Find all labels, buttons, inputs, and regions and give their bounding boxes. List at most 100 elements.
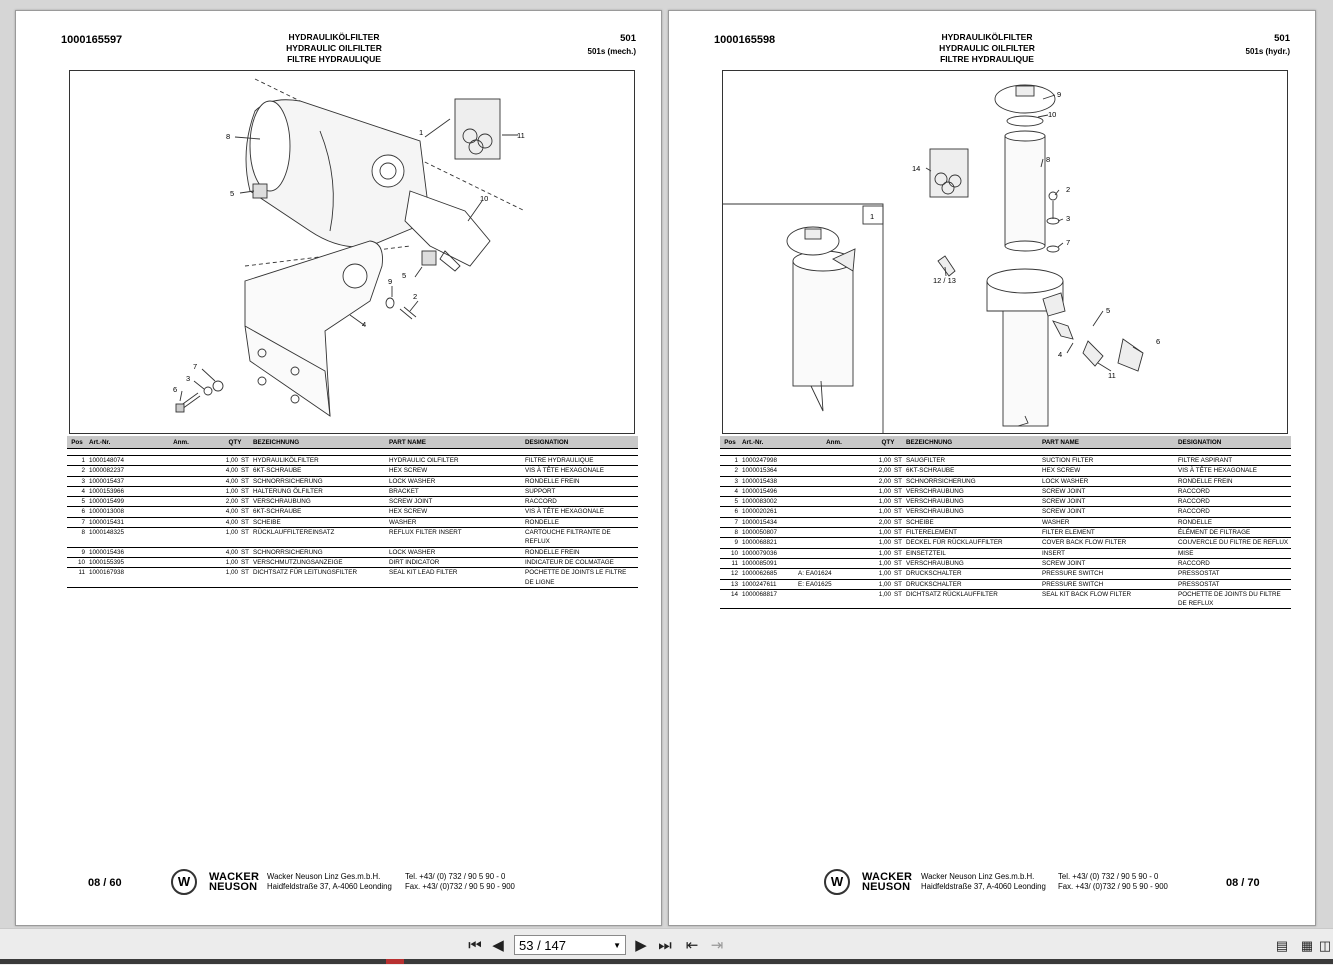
cell-part-name: PRESSURE SWITCH [1040, 579, 1176, 590]
brand-line-2: NEUSON [209, 881, 258, 893]
cell-designation: RACCORD [523, 496, 638, 508]
cell-anm [796, 589, 872, 610]
cell-designation: POCHETTE DE JOINTS LE FILTRE DE LIGNE [523, 567, 638, 588]
qty-value: 4,00 [225, 518, 238, 526]
qty-value: 1,00 [878, 549, 891, 557]
cell-designation: SUPPORT [523, 486, 638, 498]
cell-pos: 7 [67, 517, 87, 529]
col-bezeichnung: BEZEICHNUNG [251, 436, 387, 449]
cell-bezeichnung: VERSCHMUTZUNGSANZEIGE [251, 557, 387, 569]
callout-labels: 8 1 11 5 10 5 9 2 4 7 3 6 [173, 128, 525, 394]
cell-part-name: SCREW JOINT [1040, 486, 1176, 498]
cell-designation: FILTRE HYDRAULIQUE [523, 455, 638, 467]
parts-table: Pos Art.-Nr. Anm. QTY BEZEICHNUNG PART N… [720, 436, 1291, 610]
col-designation: DESIGNATION [523, 436, 638, 449]
cell-designation: CARTOUCHE FILTRANTE DE REFLUX [523, 527, 638, 548]
continuous-view-icon[interactable]: ▦ [1300, 938, 1314, 953]
qty-value: 4,00 [225, 477, 238, 485]
cell-bezeichnung: VERSCHRAUBUNG [904, 506, 1040, 518]
cell-pos: 8 [720, 527, 740, 539]
callout-label: 4 [362, 320, 366, 329]
callout-label: 14 [912, 164, 920, 173]
qty-value: 2,00 [225, 498, 238, 506]
qty-value: 4,00 [225, 508, 238, 516]
cell-anm [143, 527, 219, 548]
page-selector[interactable]: 53 / 147 ▼ [514, 935, 626, 955]
cell-art-nr: 1000247998 [740, 455, 796, 467]
qty-value: 1,00 [878, 580, 891, 588]
qty-value: 1,00 [225, 569, 238, 577]
cell-art-nr: 1000015364 [740, 465, 796, 477]
callout-labels: 9 10 8 14 2 3 7 12 / 13 1 5 6 4 11 [870, 90, 1160, 380]
callout-label: 2 [413, 292, 417, 301]
cell-designation: PRESSOSTAT [1176, 568, 1291, 580]
cell-pos: 11 [720, 558, 740, 570]
callout-label: 5 [230, 189, 234, 198]
cell-part-name: SUCTION FILTER [1040, 455, 1176, 467]
cell-designation: RACCORD [1176, 506, 1291, 518]
col-bezeichnung: BEZEICHNUNG [904, 436, 1040, 449]
qty-unit: ST [893, 529, 902, 537]
section-variant: 501s (mech.) [587, 47, 636, 56]
page-selector-value: 53 / 147 [519, 938, 566, 953]
cell-bezeichnung: SCHNORRSICHERUNG [251, 476, 387, 487]
next-page-icon[interactable]: ▶ [635, 937, 647, 954]
go-forward-icon[interactable]: ⇥ [710, 937, 724, 954]
cell-pos: 11 [67, 567, 87, 588]
cell-pos: 2 [67, 465, 87, 477]
cell-pos: 12 [720, 568, 740, 580]
cell-designation: FILTRE ASPIRANT [1176, 455, 1291, 467]
cell-art-nr: 1000015499 [87, 496, 143, 508]
cell-designation: VIS À TÊTE HEXAGONALE [523, 465, 638, 477]
qty-unit: ST [893, 457, 902, 464]
qty-value: 1,00 [878, 508, 891, 516]
cell-anm [796, 558, 872, 570]
qty-unit: ST [240, 467, 249, 475]
cell-bezeichnung: DRUCKSCHALTER [904, 568, 1040, 580]
cell-bezeichnung: SCHEIBE [904, 517, 1040, 529]
cell-anm [143, 547, 219, 558]
cell-art-nr: 1000148325 [87, 527, 143, 548]
hydraulic-filter-hydr-diagram: 9 10 8 14 2 3 7 12 / 13 1 5 6 4 11 [723, 84, 1160, 433]
company-name: Wacker Neuson Linz Ges.m.b.H. [921, 872, 1035, 881]
cell-bezeichnung: SCHNORRSICHERUNG [904, 476, 1040, 487]
cell-art-nr: 1000015436 [87, 547, 143, 558]
callout-label: 9 [388, 277, 392, 286]
two-page-view-icon[interactable]: ◫ [1318, 938, 1332, 953]
callout-label: 3 [186, 374, 190, 383]
cell-art-nr: 1000085091 [740, 558, 796, 570]
qty-value: 1,00 [225, 529, 238, 537]
cell-part-name: INSERT [1040, 548, 1176, 559]
first-page-icon[interactable]: ⏮ [468, 937, 482, 954]
cell-designation: VIS À TÊTE HEXAGONALE [1176, 465, 1291, 477]
col-part-name: PART NAME [387, 436, 523, 449]
qty-value: 1,00 [225, 558, 238, 566]
qty-value: 1,00 [225, 457, 238, 464]
cell-pos: 13 [720, 579, 740, 590]
go-back-icon[interactable]: ⇤ [685, 937, 699, 954]
brand-name: WACKER NEUSON [209, 872, 259, 893]
prev-page-icon[interactable]: ◀ [492, 937, 504, 954]
cell-designation: POCHETTE DE JOINTS DU FILTRE DE REFLUX [1176, 589, 1291, 610]
company-address: Wacker Neuson Linz Ges.m.b.H. Haidfeldst… [267, 872, 392, 892]
cell-anm: A: EA01624 [796, 568, 872, 580]
col-art-nr: Art.-Nr. [740, 436, 796, 449]
cell-bezeichnung: 6KT-SCHRAUBE [251, 506, 387, 518]
section-code: 501 [620, 33, 636, 44]
cell-designation: COUVERCLE DU FILTRE DE REFLUX [1176, 537, 1291, 549]
phone-number: Tel. +43/ (0) 732 / 90 5 90 - 0 [405, 872, 506, 881]
cell-art-nr: 1000167938 [87, 567, 143, 588]
single-page-view-icon[interactable]: ▤ [1275, 938, 1289, 953]
last-page-icon[interactable]: ⏭ [658, 937, 672, 954]
callout-label: 4 [1058, 350, 1062, 359]
